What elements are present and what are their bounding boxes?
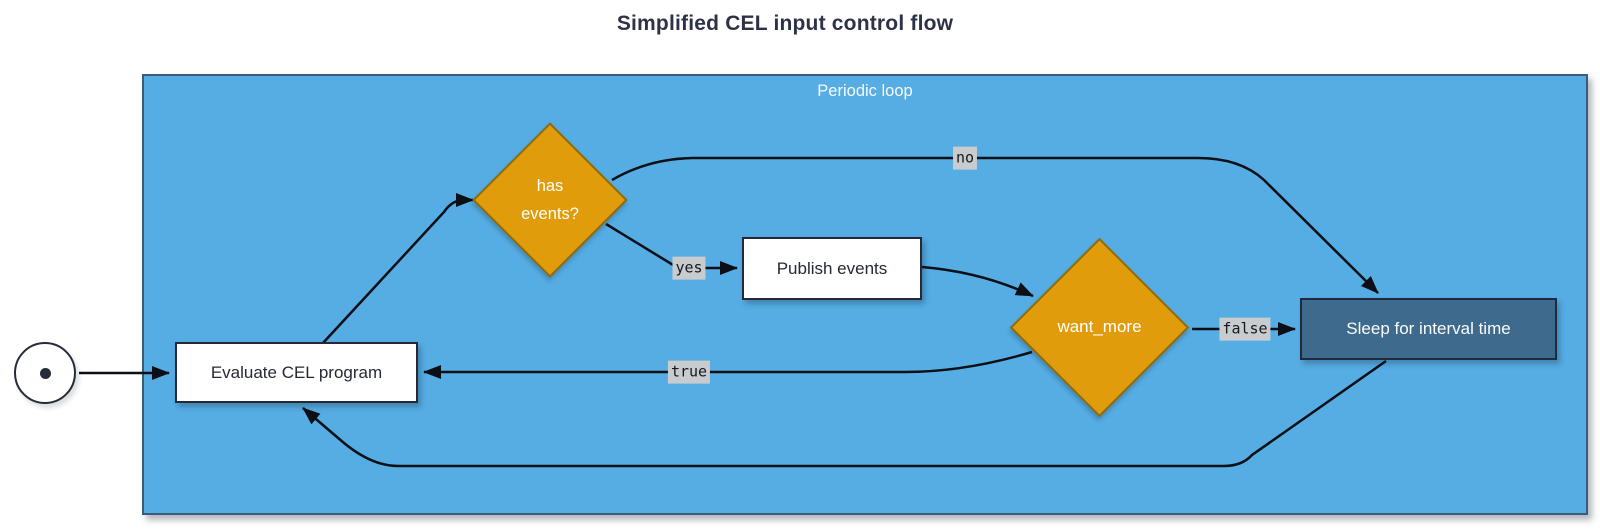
evaluate-cel-program-node: Evaluate CEL program: [175, 342, 418, 403]
sleep-interval-label: Sleep for interval time: [1346, 319, 1511, 338]
diagram-title: Simplified CEL input control flow: [616, 12, 954, 35]
edge-label-yes: yes: [672, 256, 706, 280]
edge-label-true: true: [667, 360, 711, 384]
start-node: [14, 342, 76, 404]
edge-label-no: no: [952, 146, 978, 170]
evaluate-cel-program-label: Evaluate CEL program: [210, 362, 383, 382]
publish-events-label: Publish events: [776, 258, 888, 278]
periodic-loop-label: Periodic loop: [817, 82, 913, 100]
publish-events-node: Publish events: [742, 237, 922, 300]
start-node-dot: [39, 367, 51, 379]
edge-label-false: false: [1219, 317, 1271, 341]
sleep-interval-node: Sleep for interval time: [1300, 298, 1557, 360]
